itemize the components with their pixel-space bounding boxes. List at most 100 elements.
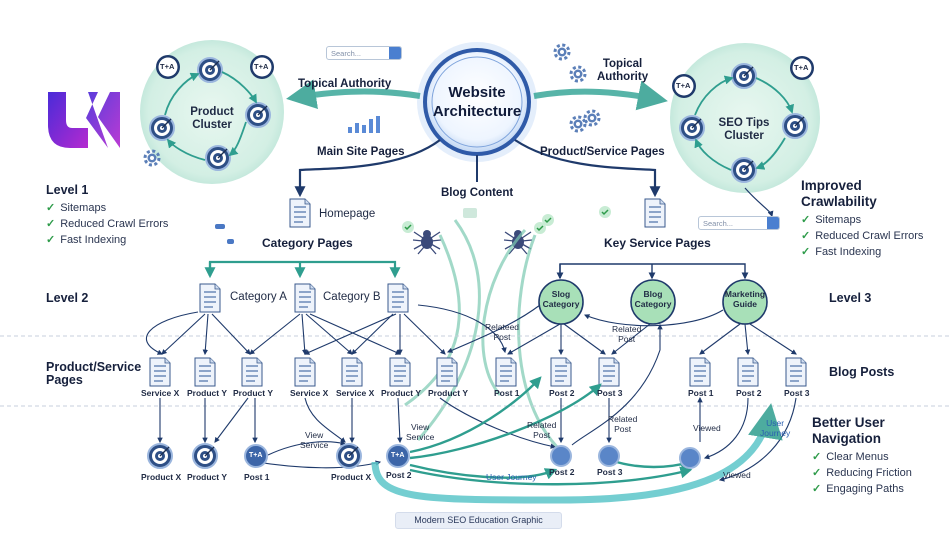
bottom-label: Post 2 — [549, 467, 575, 477]
level1-list: ✓ Sitemaps ✓Reduced Crawl Errors ✓ Fast In… — [46, 200, 168, 248]
rp3-line2: Post — [533, 430, 551, 440]
viewed-annotation: Viewed — [723, 470, 751, 480]
search-icon[interactable] — [767, 217, 779, 229]
crawlability-title: Improved Crawlability — [801, 178, 877, 210]
rp-line2: Post — [493, 332, 511, 342]
gear-icon — [553, 43, 571, 61]
rp4-line1: Related — [608, 414, 638, 424]
page-label: Service X — [290, 388, 329, 398]
gear-icon — [569, 65, 587, 83]
uj-line2: Journey — [760, 428, 791, 438]
blog-line1: Blog — [643, 289, 663, 299]
check-icon: ✓ — [801, 214, 811, 226]
nav-item: ✓Clear Menus — [812, 449, 912, 465]
marketing-guide-label: Marketing Guide — [721, 289, 769, 309]
bottom-label: Post 1 — [244, 472, 270, 482]
crawl-item-text: Sitemaps — [815, 214, 862, 226]
seo-cluster-targets — [679, 63, 808, 183]
hub-circle — [423, 48, 531, 156]
crawl-item-text: Fast Indexing — [815, 246, 882, 258]
category-doc-icon — [387, 283, 409, 313]
blog-category-label: Blog Category — [631, 289, 675, 309]
page-label: Product Y — [381, 388, 421, 398]
bottom-label: Product X — [141, 472, 182, 482]
nav-line1: Better User — [812, 415, 885, 430]
crawl-line2: Crawlability — [801, 194, 877, 209]
level1-item-text: Fast Indexing — [60, 234, 127, 246]
product-cluster-line2: Cluster — [192, 119, 232, 131]
page-label: Post 2 — [549, 388, 575, 398]
rp4-line2: Post — [614, 424, 632, 434]
level1-item: ✓ Fast Indexing — [46, 232, 168, 248]
check-icon: ✓ — [812, 467, 822, 479]
level1-item: ✓Reduced Crawl Errors — [46, 216, 168, 232]
category-b-label: Category B — [323, 291, 381, 303]
psp-line2: Pages — [46, 373, 83, 387]
navigation-list: ✓Clear Menus ✓Reducing Friction ✓Engagin… — [812, 449, 912, 497]
crawl-item-text: Reduced Crawl Errors — [815, 230, 924, 242]
viewed-annotation: Viewed — [693, 423, 721, 433]
ta-badges — [156, 55, 814, 98]
bottom-row-nodes — [147, 443, 701, 469]
vs2-line1: View — [411, 422, 430, 432]
vs2-line2: Service — [406, 432, 435, 442]
category-pages-label: Category Pages — [262, 236, 353, 250]
user-journey-annotation: User Journey — [760, 418, 790, 438]
related-post-annotation: Related Post — [527, 420, 556, 440]
check-icon: ✓ — [812, 483, 822, 495]
page-label: Post 1 — [688, 388, 714, 398]
gear-icon — [569, 115, 587, 133]
ta-badge: T+A — [254, 62, 269, 71]
check-icon: ✓ — [801, 230, 811, 242]
rp-line1: Relateed — [485, 322, 520, 332]
rp3-line1: Related — [527, 420, 557, 430]
product-cluster-targets — [149, 57, 271, 171]
slog-line1: Slog — [551, 289, 571, 299]
crawl-item: ✓ Reduced Crawl Errors — [801, 228, 923, 244]
ta-badge: T+A — [249, 452, 263, 459]
rp2-line2: Post — [618, 334, 636, 344]
product-cluster-label: Product Cluster — [188, 106, 236, 132]
bottom-label: Post 3 — [597, 467, 623, 477]
nav-item-text: Clear Menus — [826, 451, 889, 463]
page-label: Product Y — [187, 388, 227, 398]
related-post-annotation: Relateed Post — [485, 322, 519, 342]
vs-line2: Service — [300, 440, 329, 450]
topical-authority-label: Topical Authority — [298, 78, 392, 90]
search-icon[interactable] — [389, 47, 401, 59]
homepage-document-icon — [289, 198, 311, 228]
navigation-title: Better User Navigation — [812, 415, 885, 447]
check-icon: ✓ — [46, 202, 56, 214]
search-input[interactable]: Search... — [698, 216, 780, 230]
check-icon: ✓ — [801, 246, 811, 258]
ta-badge: T+A — [391, 452, 405, 459]
level1-item-text: Sitemaps — [60, 202, 107, 214]
blog-content-label: Blog Content — [441, 187, 514, 199]
category-a-doc-icon — [199, 283, 221, 313]
nav-item-text: Engaging Paths — [826, 483, 904, 495]
page-row-docs — [149, 357, 807, 387]
page-label: Service X — [336, 388, 375, 398]
search-input[interactable]: Search... — [326, 46, 402, 60]
related-post-annotation: Related Post — [608, 414, 637, 434]
blog-posts-title: Blog Posts — [829, 365, 895, 379]
level3-title: Level 3 — [829, 291, 872, 305]
crawl-paths — [404, 219, 562, 452]
crawl-line1: Improved — [801, 178, 862, 193]
check-icon: ✓ — [46, 218, 56, 230]
nav-line2: Navigation — [812, 431, 882, 446]
page-label: Post 1 — [494, 388, 520, 398]
view-service-annotation: View Service — [406, 422, 434, 442]
psp-line1: Product/Service — [46, 360, 142, 374]
level2-title: Level 2 — [46, 291, 89, 305]
nav-item: ✓ Engaging Paths — [812, 481, 912, 497]
search-placeholder: Search... — [331, 49, 362, 58]
gear-icon — [583, 109, 601, 127]
marketing-line2: Guide — [732, 299, 758, 309]
seo-cluster-line2: Cluster — [724, 130, 764, 142]
topical-authority-label-right: Topical Authority — [597, 58, 648, 84]
check-icon: ✓ — [46, 234, 56, 246]
slog-category-label: Slog Category — [539, 289, 583, 309]
user-journey-annotation: User Journey — [486, 472, 537, 482]
product-service-pages-title: Product/Service Pages — [46, 361, 141, 387]
